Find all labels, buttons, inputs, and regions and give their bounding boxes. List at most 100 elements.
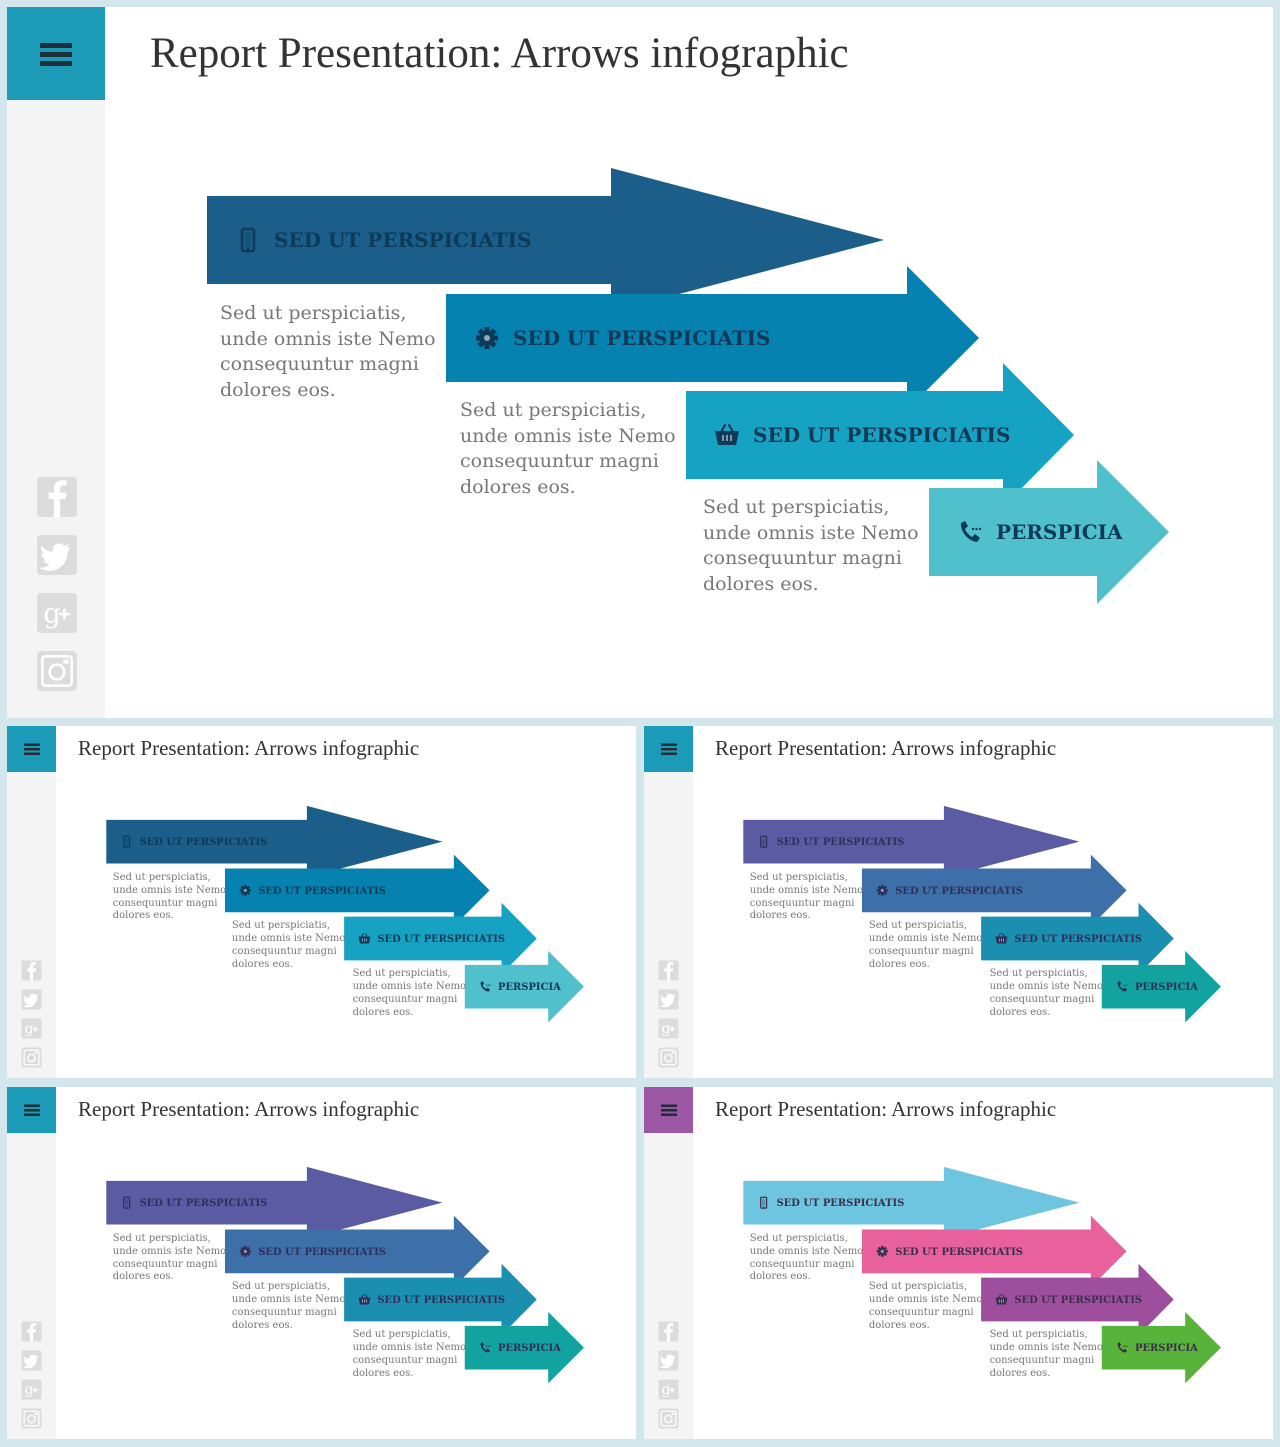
page-title: Report Presentation: Arrows infographic [150, 30, 849, 77]
page-title: Report Presentation: Arrows infographic [78, 736, 420, 760]
description-3: Sed ut perspiciatis,unde omnis iste Nemo… [990, 968, 1103, 1019]
slide-blue: Report Presentation: Arrows infographic … [7, 726, 636, 1078]
shopping-basket-icon [995, 932, 1008, 944]
google-plus-icon[interactable]: g [36, 592, 78, 634]
arrow-1 [106, 805, 443, 878]
arrow-2 [224, 1215, 490, 1288]
arrow-label: SED UT PERSPICIATIS [140, 1198, 268, 1209]
arrow-3 [344, 1263, 537, 1336]
instagram-icon[interactable] [658, 1047, 679, 1068]
arrow-label: SED UT PERSPICIATIS [777, 1198, 905, 1209]
twitter-icon[interactable] [21, 1350, 42, 1371]
facebook-icon[interactable] [658, 960, 679, 981]
twitter-icon[interactable] [658, 989, 679, 1010]
svg-text:g: g [25, 1021, 34, 1037]
description-line: unde omnis iste Nemo [989, 981, 1104, 993]
description-line: Sed ut perspiciatis, [868, 1281, 968, 1293]
arrow-2 [861, 1215, 1127, 1288]
shopping-basket-icon [358, 1293, 371, 1305]
arrow-4 [1101, 950, 1221, 1023]
facebook-icon[interactable] [36, 476, 78, 518]
menu-button[interactable] [644, 726, 693, 772]
arrow-label: PERSPICIA [1135, 1343, 1198, 1354]
slide-main: Report Presentation: Arrows infographic … [7, 7, 1273, 718]
facebook-icon[interactable] [21, 1321, 42, 1342]
svg-text:g: g [662, 1021, 671, 1037]
mobile-phone-icon [240, 227, 256, 253]
description-line: consequuntur magni [749, 1258, 855, 1270]
description-line: Sed ut perspiciatis, [989, 968, 1088, 980]
description-line: unde omnis iste Nemo [868, 1293, 983, 1305]
description-3: Sed ut perspiciatis,unde omnis iste Nemo… [703, 495, 919, 597]
twitter-icon[interactable] [36, 534, 78, 576]
mobile-phone-icon [123, 835, 131, 848]
instagram-icon[interactable] [21, 1047, 42, 1068]
description-line: dolores eos. [989, 1367, 1051, 1379]
description-2: Sed ut perspiciatis,unde omnis iste Nemo… [869, 920, 982, 971]
google-plus-icon[interactable]: g [21, 1018, 42, 1039]
description-line: unde omnis iste Nemo [703, 521, 919, 544]
description-3: Sed ut perspiciatis,unde omnis iste Nemo… [990, 1329, 1103, 1380]
arrow-label: SED UT PERSPICIATIS [274, 228, 531, 252]
arrow-label: PERSPICIA [498, 1343, 561, 1354]
facebook-icon[interactable] [21, 960, 42, 981]
instagram-icon[interactable] [658, 1408, 679, 1429]
description-1: Sed ut perspiciatis,unde omnis iste Nemo… [750, 1233, 863, 1284]
arrow-2 [446, 266, 979, 410]
instagram-icon[interactable] [21, 1408, 42, 1429]
description-line: consequuntur magni [231, 1306, 337, 1318]
arrow-label: PERSPICIA [498, 982, 561, 993]
description-line: dolores eos. [352, 1367, 414, 1379]
description-line: unde omnis iste Nemo [460, 424, 676, 447]
svg-text:g: g [43, 598, 60, 629]
arrow-label: SED UT PERSPICIATIS [753, 423, 1010, 447]
google-plus-icon[interactable]: g [658, 1018, 679, 1039]
description-line: Sed ut perspiciatis, [352, 1329, 451, 1341]
menu-button[interactable] [7, 7, 105, 100]
shopping-basket-icon [995, 1293, 1008, 1305]
google-plus-icon[interactable]: g [21, 1379, 42, 1400]
arrow-label: SED UT PERSPICIATIS [377, 934, 505, 945]
svg-text:g: g [25, 1382, 34, 1398]
mobile-phone-icon [760, 1196, 768, 1209]
description-line: Sed ut perspiciatis, [868, 920, 968, 932]
description-line: dolores eos. [989, 1006, 1051, 1018]
description-line: consequuntur magni [703, 547, 902, 569]
twitter-icon[interactable] [21, 989, 42, 1010]
arrow-3 [686, 363, 1074, 507]
google-plus-icon[interactable]: g [658, 1379, 679, 1400]
description-line: unde omnis iste Nemo [220, 327, 436, 350]
description-line: Sed ut perspiciatis, [231, 920, 331, 932]
arrow-3 [344, 902, 537, 975]
menu-button[interactable] [644, 1087, 693, 1133]
arrow-label: SED UT PERSPICIATIS [140, 837, 268, 848]
facebook-icon[interactable] [658, 1321, 679, 1342]
mobile-phone-icon [123, 1196, 131, 1209]
social-links: g [658, 1321, 679, 1429]
description-1: Sed ut perspiciatis,unde omnis iste Nemo… [113, 1233, 226, 1284]
arrow-2 [224, 854, 490, 927]
phone-icon [1117, 1342, 1128, 1353]
arrow-3 [981, 902, 1174, 975]
social-links: g [21, 1321, 42, 1429]
menu-button[interactable] [7, 1087, 56, 1133]
social-links: g [36, 476, 78, 692]
description-line: unde omnis iste Nemo [112, 884, 227, 896]
instagram-icon[interactable] [36, 650, 78, 692]
description-line: dolores eos. [352, 1006, 414, 1018]
description-line: dolores eos. [749, 1271, 811, 1283]
arrow-label: SED UT PERSPICIATIS [895, 886, 1023, 897]
description-2: Sed ut perspiciatis,unde omnis iste Nemo… [232, 1281, 345, 1332]
description-line: Sed ut perspiciatis, [749, 871, 848, 883]
slide-violet-teal-alt: Report Presentation: Arrows infographic … [7, 1087, 636, 1439]
gear-icon [239, 884, 251, 896]
description-line: consequuntur magni [352, 993, 458, 1005]
menu-button[interactable] [7, 726, 56, 772]
arrow-label: PERSPICIA [996, 520, 1123, 544]
description-line: unde omnis iste Nemo [352, 981, 467, 993]
twitter-icon[interactable] [658, 1350, 679, 1371]
description-line: dolores eos. [749, 910, 811, 922]
